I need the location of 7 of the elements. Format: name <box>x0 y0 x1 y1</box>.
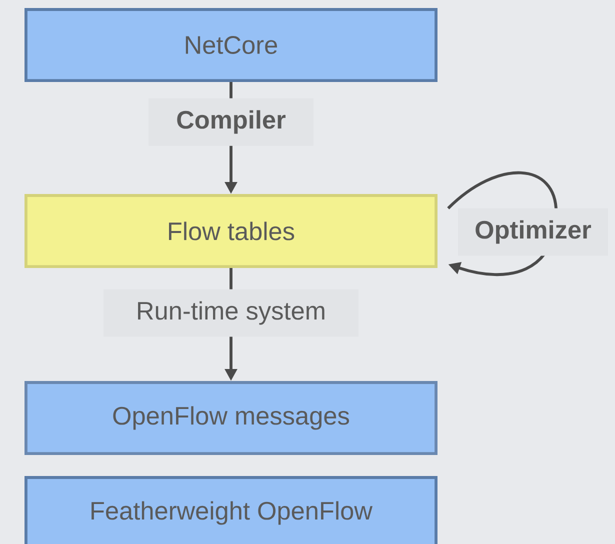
process-box: OpenFlow messages <box>24 381 438 455</box>
process-box: NetCore <box>24 8 438 82</box>
edge-label: Compiler <box>148 98 314 146</box>
edge-label: Optimizer <box>458 208 608 256</box>
process-box: Featherweight OpenFlow <box>24 476 438 544</box>
edge-label: Run-time system <box>104 289 358 337</box>
process-box: Flow tables <box>24 194 438 268</box>
